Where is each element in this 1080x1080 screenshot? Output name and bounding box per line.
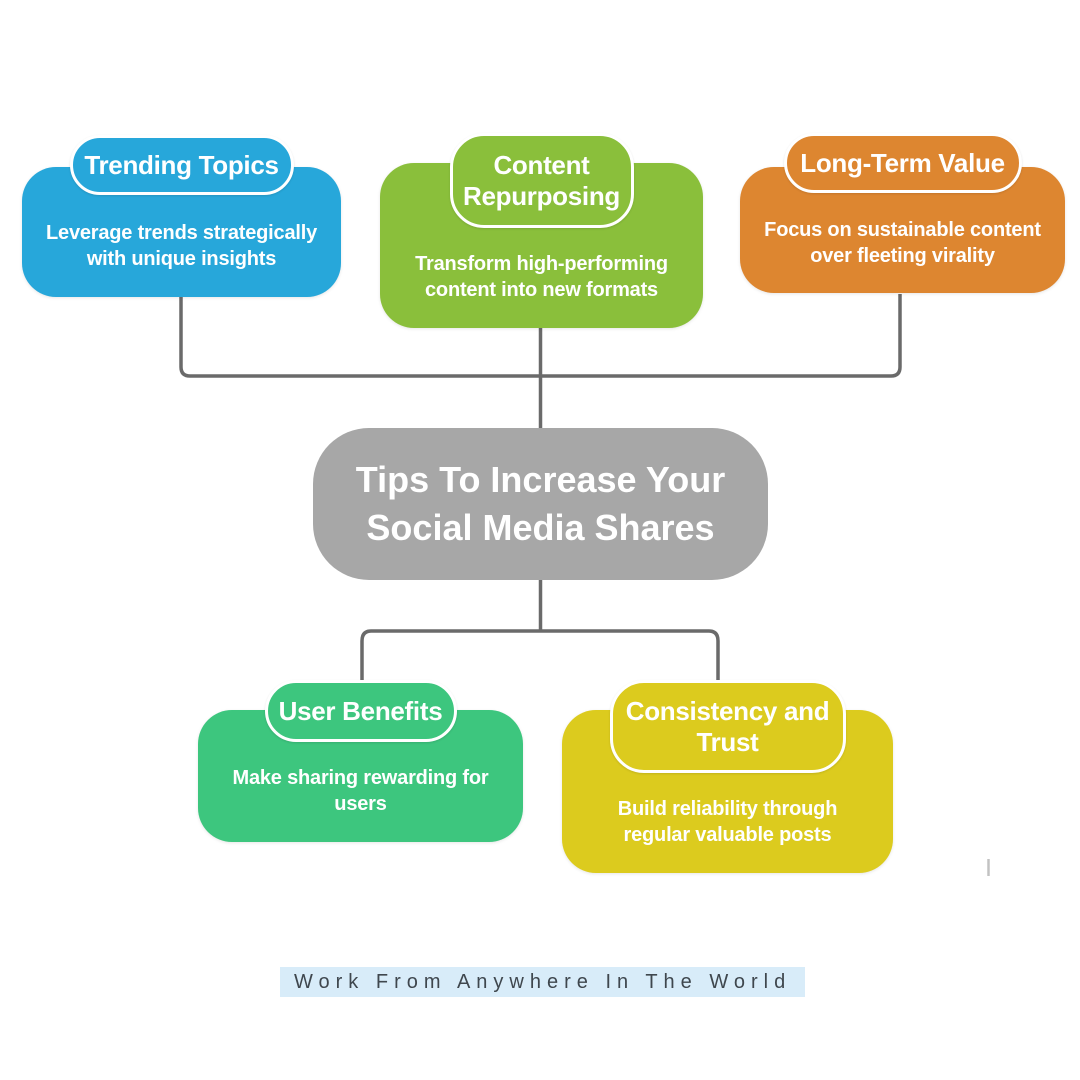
node-body: Transform high-performing content into n… [380, 163, 703, 328]
node-body: Focus on sustainable content over fleeti… [740, 167, 1065, 293]
node-header-label: Content Repurposing [462, 149, 621, 211]
node-body: Build reliability through regular valuab… [562, 710, 893, 873]
node-long-term-value-header: Long-Term Value [783, 133, 1022, 193]
node-description: Transform high-performing content into n… [415, 253, 668, 301]
node-content-repurposing: Content Repurposing Transform high-perfo… [380, 133, 703, 328]
node-user-benefits: User Benefits Make sharing rewarding for… [198, 680, 523, 842]
node-header-label: Consistency and Trust [625, 695, 830, 757]
node-description: Focus on sustainable content over fleeti… [764, 219, 1041, 267]
node-user-benefits-header: User Benefits [264, 680, 457, 742]
node-body: Make sharing rewarding for users [198, 710, 523, 842]
node-trending-topics: Trending Topics Leverage trends strategi… [22, 135, 341, 297]
bottom-bracket-connector [360, 629, 720, 681]
node-content-repurposing-header: Content Repurposing [449, 133, 634, 228]
node-description: Build reliability through regular valuab… [617, 798, 838, 846]
footer-tagline-text: Work From Anywhere In The World [294, 970, 792, 993]
footer-tagline: Work From Anywhere In The World [280, 967, 806, 997]
node-consistency-trust: Consistency and Trust Build reliability … [562, 680, 893, 873]
central-topic-title: Tips To Increase Your Social Media Share… [355, 459, 726, 548]
node-consistency-trust-header: Consistency and Trust [609, 680, 846, 773]
node-trending-topics-header: Trending Topics [69, 135, 294, 195]
node-header-label: User Benefits [278, 695, 443, 726]
node-long-term-value: Long-Term Value Focus on sustainable con… [740, 133, 1065, 293]
central-topic-node: Tips To Increase Your Social Media Share… [313, 428, 768, 580]
node-header-label: Long-Term Value [800, 147, 1005, 178]
node-header-label: Trending Topics [84, 149, 279, 180]
node-description: Make sharing rewarding for users [232, 767, 489, 815]
node-description: Leverage trends strategically with uniqu… [46, 222, 317, 270]
node-body: Leverage trends strategically with uniqu… [22, 167, 341, 297]
